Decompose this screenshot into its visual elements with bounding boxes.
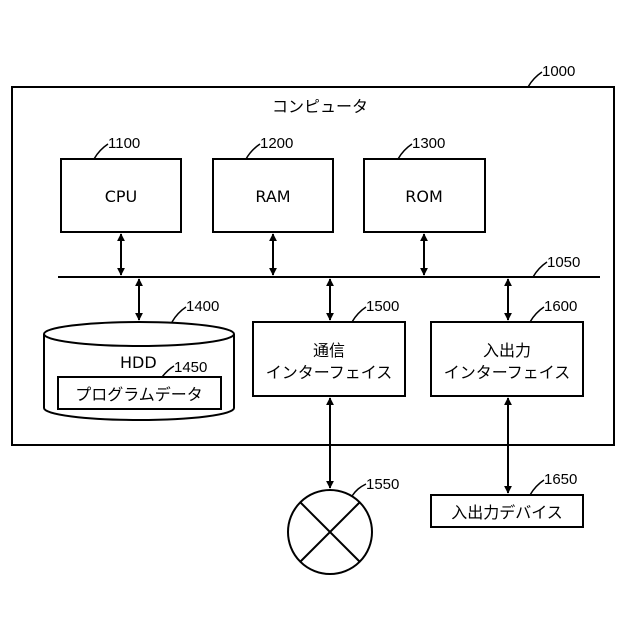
io-device-label: 入出力デバイス bbox=[451, 503, 563, 522]
cpu-label: CPU bbox=[105, 187, 138, 206]
rom-ref: 1300 bbox=[412, 135, 445, 152]
computer-label: コンピュータ bbox=[272, 97, 368, 116]
computer-ref-leader bbox=[528, 72, 542, 87]
hdd-label: HDD bbox=[120, 353, 157, 372]
cpu-ref: 1100 bbox=[108, 135, 140, 152]
ram-label: RAM bbox=[255, 187, 290, 206]
comm-if-ref: 1500 bbox=[366, 298, 399, 315]
io-if-label-line1: 入出力 bbox=[483, 341, 531, 360]
io-device-ref: 1650 bbox=[544, 471, 577, 488]
ram-ref: 1200 bbox=[260, 135, 293, 152]
comm-if-label-line2: インターフェイス bbox=[266, 363, 393, 382]
network-ref-leader bbox=[352, 484, 366, 496]
io-if-label-line2: インターフェイス bbox=[444, 363, 571, 382]
network-ref: 1550 bbox=[366, 476, 399, 493]
io-if-ref: 1600 bbox=[544, 298, 577, 315]
program-data-label: プログラムデータ bbox=[75, 385, 203, 404]
rom-label: ROM bbox=[405, 187, 443, 206]
io-device-ref-leader bbox=[530, 480, 544, 495]
program-data-ref: 1450 bbox=[174, 359, 207, 376]
bus-ref: 1050 bbox=[547, 254, 580, 271]
comm-if-label-line1: 通信 bbox=[313, 341, 345, 360]
computer-ref: 1000 bbox=[542, 63, 575, 80]
hdd-cylinder-top bbox=[44, 322, 234, 346]
hdd-ref: 1400 bbox=[186, 298, 219, 315]
